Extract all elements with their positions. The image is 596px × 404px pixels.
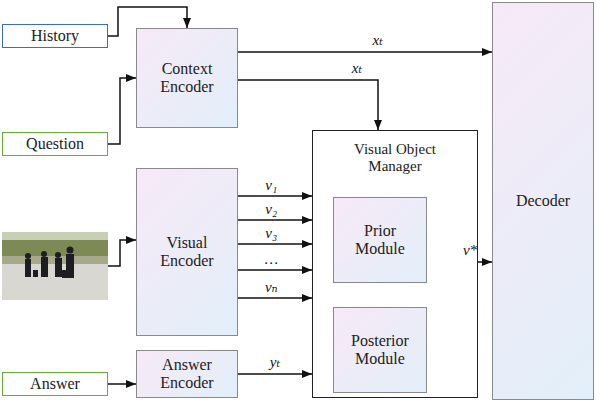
connector-arrow xyxy=(478,261,492,263)
node-label: Visual Object Manager xyxy=(339,141,451,176)
connector-arrow xyxy=(108,383,136,385)
photo-people xyxy=(25,247,74,279)
node-label: Context Encoder xyxy=(147,60,227,97)
connector-arrow xyxy=(238,195,312,197)
encoder-box: Context Encoder xyxy=(136,28,238,128)
node-label: History xyxy=(31,27,79,45)
node-label: Answer Encoder xyxy=(147,356,227,393)
connector-arrow xyxy=(238,80,378,130)
decoder-box: Decoder xyxy=(492,2,594,400)
connector-arrow xyxy=(108,78,136,144)
photo-trees xyxy=(2,232,108,260)
connector-arrow xyxy=(108,7,187,36)
photo-sky xyxy=(2,232,108,240)
module-box: Prior Module xyxy=(333,197,427,283)
node-label: Decoder xyxy=(516,192,570,210)
connector-arrow xyxy=(238,269,312,271)
edge-label: … xyxy=(265,252,278,267)
node-label: Question xyxy=(26,135,84,153)
edge-label: v₂ xyxy=(265,202,277,217)
edge-label: v₃ xyxy=(265,226,277,241)
connector-arrow xyxy=(238,373,312,375)
module-box: Posterior Module xyxy=(333,307,427,393)
photo-ground xyxy=(2,232,108,300)
image-input-arrow xyxy=(108,240,136,266)
edge-label: v₁ xyxy=(265,178,277,193)
node-label: Posterior Module xyxy=(347,332,413,369)
encoder-box: Answer Encoder xyxy=(136,350,238,398)
input-photo xyxy=(2,232,108,300)
connector-arrow xyxy=(238,297,312,299)
edge-label: xₜ xyxy=(352,61,362,76)
edge-label: vₙ xyxy=(265,280,278,295)
node-label: Prior Module xyxy=(347,222,413,259)
edge-label: xₜ xyxy=(373,33,383,48)
edge-label: v* xyxy=(463,243,477,258)
input-box: History xyxy=(2,24,108,48)
input-box: Question xyxy=(2,132,108,156)
input-box: Answer xyxy=(2,372,108,396)
node-label: Answer xyxy=(30,375,80,393)
connector-arrow xyxy=(238,51,492,53)
edge-label: yₜ xyxy=(270,355,280,370)
connector-arrow xyxy=(238,219,312,221)
manager-box: Visual Object ManagerPrior ModulePosteri… xyxy=(312,130,478,398)
node-label: Visual Encoder xyxy=(147,234,227,271)
encoder-box: Visual Encoder xyxy=(136,168,238,336)
connector-arrow xyxy=(238,243,312,245)
